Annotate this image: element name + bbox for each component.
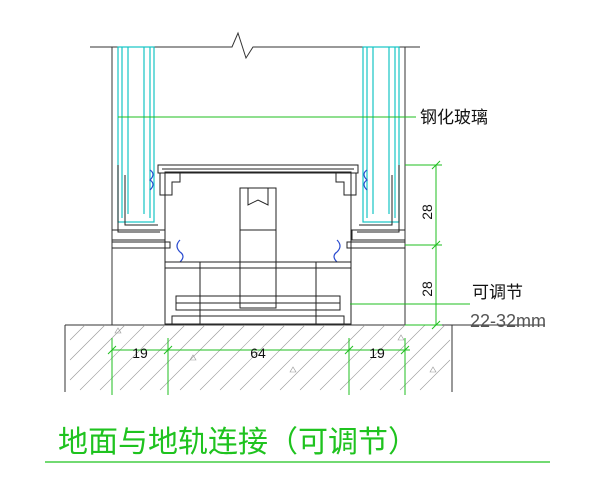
dim-left-19: 19 [132, 345, 148, 361]
right-bracket [346, 165, 405, 249]
glass-label: 钢化玻璃 [420, 108, 488, 128]
horizontal-dimension [107, 338, 410, 395]
glass-leader: 钢化玻璃 [118, 108, 488, 128]
right-glass-pane [362, 46, 400, 223]
top-cover-profile [157, 164, 359, 196]
floor-track-body [164, 171, 352, 325]
dim-lower-28: 28 [419, 281, 435, 297]
ground-slab [64, 324, 545, 392]
drawing-title: 地面与地轨连接（可调节） [58, 425, 418, 460]
dim-right-19: 19 [369, 345, 385, 361]
adjustable-leader: 可调节 22-32mm [350, 283, 546, 331]
right-seal [333, 169, 368, 263]
left-glass-pane [117, 46, 155, 223]
break-line [90, 31, 420, 60]
dim-center-64: 64 [250, 345, 266, 361]
outer-frame [111, 47, 406, 325]
vertical-dimension [405, 160, 442, 330]
adjustable-label: 可调节 [472, 283, 523, 303]
left-seal [149, 169, 184, 263]
dim-upper-28: 28 [419, 204, 435, 220]
left-bracket [112, 165, 171, 249]
adjustable-range: 22-32mm [470, 311, 546, 331]
